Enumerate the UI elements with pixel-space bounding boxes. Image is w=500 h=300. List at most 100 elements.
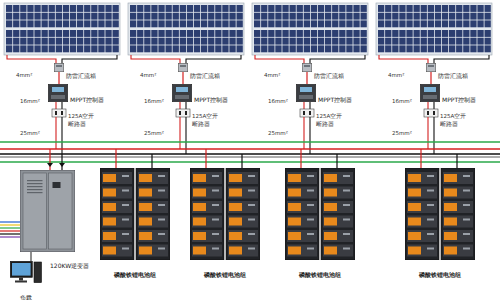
battery-module (323, 201, 353, 213)
solar-cell (325, 13, 331, 20)
solar-cell (34, 5, 40, 12)
module-handle (122, 248, 129, 250)
ac-cable (0, 230, 20, 231)
solar-cell (229, 45, 235, 52)
solar-cell (229, 5, 235, 12)
solar-cell (485, 13, 491, 20)
solar-cell (34, 45, 40, 52)
mppt-controller: MPPT控制器 (420, 84, 440, 102)
module-handle (427, 233, 434, 235)
diode-symbol (59, 163, 65, 167)
text-holder: 磷酸铁锂电池组 (285, 262, 355, 281)
solar-cell (361, 13, 367, 20)
label-holder: 125A空开 (68, 103, 94, 122)
node-label: MPPT控制器 (194, 96, 228, 103)
load-cable (30, 252, 31, 261)
positive-wire (179, 102, 180, 109)
solar-cell (275, 30, 281, 37)
solar-cell (166, 45, 172, 52)
module-handle (427, 219, 434, 221)
solar-cell (137, 13, 143, 20)
solar-cell (56, 13, 62, 20)
solar-cell (208, 38, 214, 45)
solar-cell (6, 38, 12, 45)
battery-module (228, 201, 258, 213)
solar-cell (282, 20, 288, 27)
label-holder: 4mm² (388, 62, 404, 81)
solar-cell (268, 20, 274, 27)
battery-label (444, 203, 457, 211)
bus-outline (0, 161, 500, 162)
positive-wire (131, 55, 180, 64)
solar-cell (158, 5, 164, 12)
solar-cell (70, 13, 76, 20)
solar-cell (392, 20, 398, 27)
solar-cell (105, 20, 111, 27)
solar-cell (63, 45, 69, 52)
solar-cell (144, 13, 150, 20)
battery-feed (116, 149, 152, 168)
box-body (426, 63, 435, 71)
solar-cell (470, 38, 476, 45)
solar-cell (399, 13, 405, 20)
module-handle (158, 190, 165, 192)
solar-cell (470, 45, 476, 52)
solar-cell (229, 13, 235, 20)
solar-cell (304, 38, 310, 45)
solar-cell (456, 5, 462, 12)
module-handle (343, 248, 350, 250)
solar-cell (180, 13, 186, 20)
battery-module (407, 230, 437, 242)
solar-cell (261, 45, 267, 52)
solar-cell (34, 38, 40, 45)
battery-module (192, 245, 222, 257)
solar-cell (180, 45, 186, 52)
solar-cell (275, 20, 281, 27)
solar-cell (237, 5, 243, 12)
controller-screen (300, 87, 312, 92)
breaker-lever (427, 111, 429, 115)
solar-cell (392, 5, 398, 12)
battery-bank: 磷酸铁锂电池组 (100, 168, 170, 260)
battery-module (443, 201, 473, 213)
solar-cell (201, 45, 207, 52)
solar-cell (194, 38, 200, 45)
text-holder: MPPT控制器 (70, 87, 104, 106)
battery-module (102, 201, 132, 213)
node-label: 防雷汇流箱 (314, 72, 344, 79)
breaker-label: 断路器 (192, 121, 210, 127)
solar-cell (435, 30, 441, 37)
solar-cell (208, 5, 214, 12)
solar-cell (421, 38, 427, 45)
solar-cell (414, 30, 420, 37)
bank-caption: 磷酸铁锂电池组 (114, 271, 156, 278)
solar-cell (6, 13, 12, 20)
solar-cell (166, 20, 172, 27)
solar-cell (20, 5, 26, 12)
solar-cell (275, 38, 281, 45)
battery-module (102, 216, 132, 228)
dc-bus (0, 142, 500, 162)
battery-label (288, 203, 301, 211)
positive-wire (427, 102, 428, 109)
battery-module (228, 245, 258, 257)
solar-cell (130, 5, 136, 12)
module-handle (212, 233, 219, 235)
solar-cell (91, 30, 97, 37)
solar-cell (406, 45, 412, 52)
solar-cell (470, 20, 476, 27)
battery-label (139, 247, 152, 255)
solar-cell (385, 13, 391, 20)
solar-cell (63, 13, 69, 20)
solar-cell (42, 38, 48, 45)
label-holder: 25mm² (392, 120, 412, 139)
solar-cell (353, 30, 359, 37)
solar-cell (339, 20, 345, 27)
solar-cell (63, 20, 69, 27)
solar-cell (98, 30, 104, 37)
battery-label (139, 174, 152, 182)
battery-rack (441, 168, 475, 260)
battery-label (193, 203, 206, 211)
solar-cell (194, 30, 200, 37)
module-handle (427, 175, 434, 177)
